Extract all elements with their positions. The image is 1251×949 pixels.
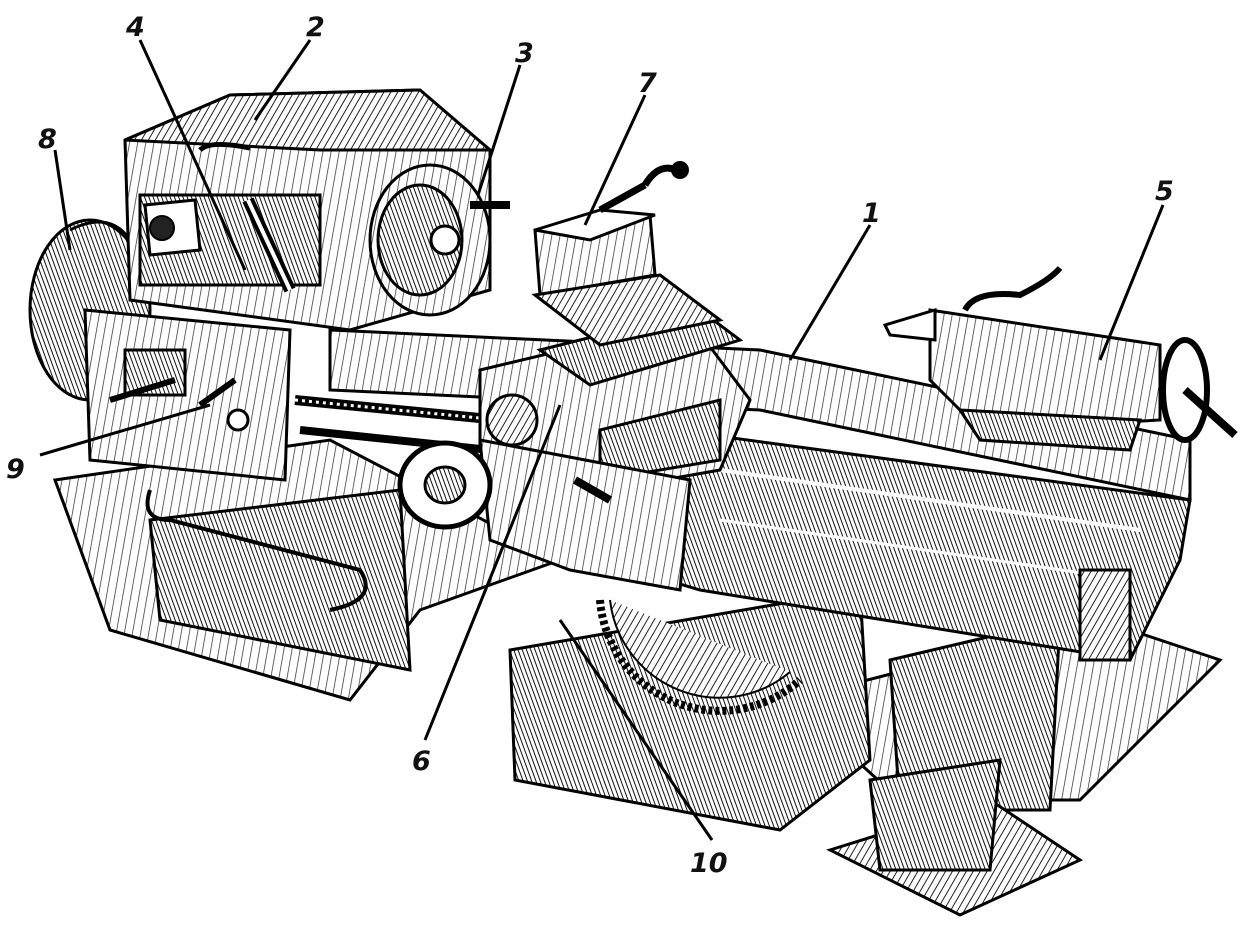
tailstock <box>882 265 1238 452</box>
label-apron: 6 <box>412 746 431 777</box>
leader-lines <box>39 39 1165 841</box>
change-gear <box>596 599 803 715</box>
label-tool-post: 7 <box>638 68 657 99</box>
tool-post <box>531 161 724 347</box>
apron <box>397 393 692 592</box>
label-headstock: 2 <box>306 12 325 43</box>
label-tray: 10 <box>690 848 728 879</box>
label-tailstock: 5 <box>1155 176 1174 207</box>
label-spindle: 3 <box>515 38 534 69</box>
spindle-chuck <box>368 163 510 317</box>
gearbox <box>83 308 292 482</box>
right-pedestal <box>786 618 1223 917</box>
label-speed-lever: 4 <box>125 12 145 43</box>
label-gearbox: 9 <box>6 454 25 485</box>
label-bed: 1 <box>862 198 881 229</box>
label-motor: 8 <box>38 124 57 155</box>
